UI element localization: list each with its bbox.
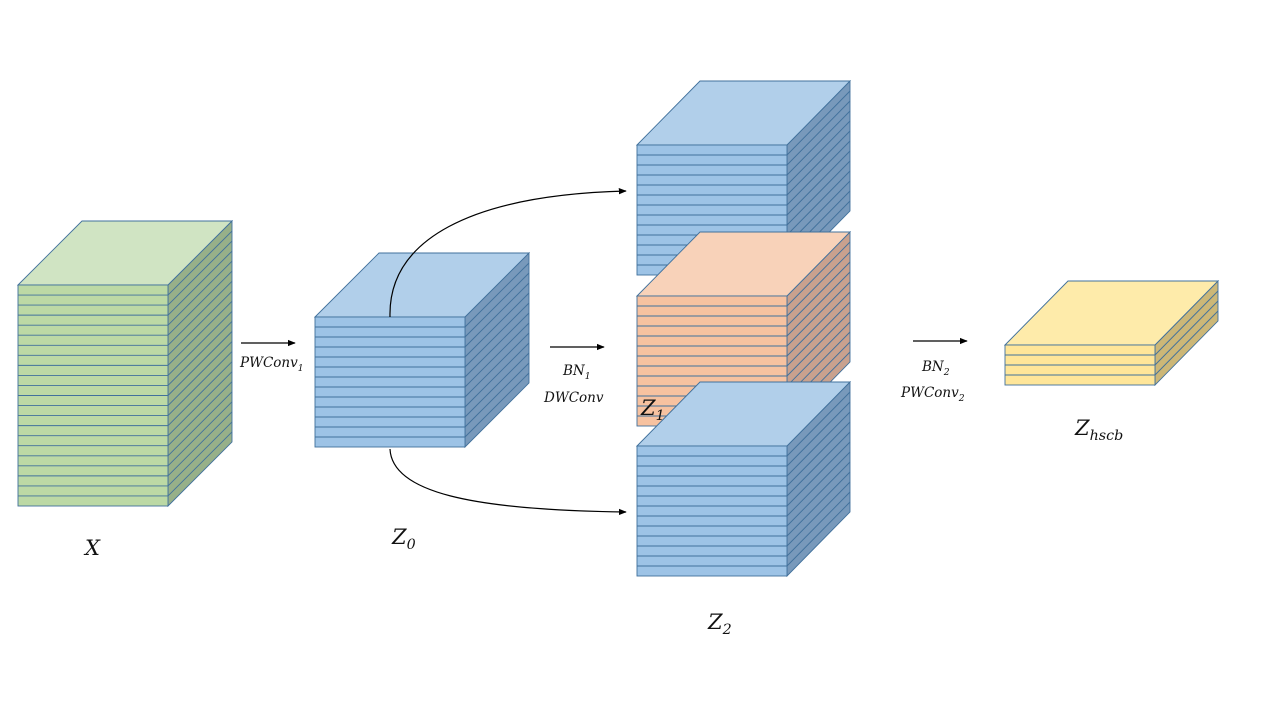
x-side-layer-line	[167, 280, 233, 346]
x-side-layer-line	[167, 381, 233, 447]
z0-side-layer-line	[464, 262, 530, 328]
x-side-layer-line	[167, 371, 233, 437]
z0-side-layer-line	[464, 292, 530, 358]
z2_bottom-side-layer-line	[786, 451, 851, 517]
label-z0: Z0	[391, 525, 416, 553]
x-side-layer-line	[167, 230, 233, 296]
zhscb-side-layer-line	[1154, 290, 1219, 356]
op-label-bn1: BN1	[562, 363, 591, 382]
x-side-layer-line	[167, 361, 233, 426]
z0-side-layer-line	[464, 342, 530, 408]
x-side-layer-line	[167, 301, 233, 366]
op-label-bn2: BN2	[921, 359, 950, 378]
z2_top-side-layer-line	[786, 90, 851, 156]
z1-side-layer-line	[786, 251, 851, 317]
input-tensor-x-block	[16, 219, 234, 508]
z2_bottom-side-layer-line	[786, 461, 851, 527]
tensor-z2-bottom-block	[635, 380, 852, 578]
z2_bottom-side-layer-line	[786, 501, 851, 567]
curve-arrow-to-z2-bottom	[389, 448, 627, 516]
z0-side-layer-line	[464, 312, 530, 378]
z0-side-layer-line	[464, 302, 530, 368]
x-side-layer-line	[167, 351, 233, 416]
z1-side-layer-line	[786, 321, 851, 387]
tensor-z0-block	[313, 251, 531, 449]
z0-side-layer-line	[464, 362, 530, 428]
z2_bottom-side-layer-line	[786, 481, 851, 547]
x-side-layer-line	[167, 250, 233, 316]
x-side-layer-line	[167, 411, 233, 477]
x-side-layer-line	[167, 391, 233, 457]
z2_top-side-layer-line	[786, 160, 851, 226]
arrows	[241, 187, 968, 516]
label-zhscb: Zhscb	[1074, 416, 1123, 444]
curve-arrow-to-z2-top	[389, 187, 627, 318]
x-side-layer-line	[167, 290, 233, 356]
z1-side-layer-line	[786, 241, 851, 307]
z2_top-side-layer-line	[786, 170, 851, 236]
z1-side-layer-line	[786, 311, 851, 377]
output-tensor-zhscb-block	[1003, 279, 1220, 387]
z2_top-side-layer-line	[786, 130, 851, 196]
label-x: X	[83, 536, 101, 560]
z2_bottom-side-layer-line	[786, 401, 851, 467]
x-side-layer-line	[167, 421, 233, 487]
z0-side-layer-line	[464, 372, 530, 438]
z0-front-face	[314, 316, 466, 448]
z0-side-layer-line	[464, 332, 530, 398]
label-z2: Z2	[707, 610, 732, 638]
x-side-layer-line	[167, 341, 233, 406]
z0-side-layer-line	[464, 272, 530, 338]
x-side-layer-line	[167, 331, 233, 396]
z1-side-layer-line	[786, 301, 851, 367]
x-side-layer-line	[167, 401, 233, 467]
x-side-layer-line	[167, 321, 233, 386]
z2_top-side-layer-line	[786, 100, 851, 166]
z2_top-side-layer-line	[786, 140, 851, 206]
z1-side-layer-line	[786, 271, 851, 337]
z0-side-layer-line	[464, 282, 530, 348]
z0-side-layer-line	[464, 322, 530, 388]
zhscb-side-layer-line	[1154, 310, 1219, 376]
op-label-pwconv2: PWConv2	[900, 385, 965, 404]
z2_top-side-layer-line	[786, 150, 851, 216]
x-side-layer-line	[167, 260, 233, 326]
x-side-layer-line	[167, 240, 233, 306]
tensor-z1-block	[635, 230, 852, 428]
z2_bottom-side-layer-line	[786, 471, 851, 537]
z2_top-side-layer-line	[786, 120, 851, 186]
z1-side-layer-line	[786, 291, 851, 357]
z2_bottom-side-layer-line	[786, 421, 851, 487]
z2_bottom-side-layer-line	[786, 391, 851, 457]
x-side-layer-line	[167, 311, 233, 376]
z2_bottom-side-layer-line	[786, 491, 851, 557]
z2_bottom-side-layer-line	[786, 441, 851, 507]
z2_bottom-front-face	[636, 445, 788, 577]
z2_bottom-side-layer-line	[786, 411, 851, 477]
z1-side-layer-line	[786, 261, 851, 327]
z2_top-side-layer-line	[786, 110, 851, 176]
z0-side-layer-line	[464, 352, 530, 418]
x-side-layer-line	[167, 270, 233, 336]
label-z1: Z1	[640, 396, 665, 424]
op-label-dwconv: DWConv	[543, 390, 604, 406]
zhscb-side-layer-line	[1154, 300, 1219, 366]
x-side-layer-line	[167, 431, 233, 497]
z2_bottom-side-layer-line	[786, 431, 851, 497]
z1-side-layer-line	[786, 281, 851, 347]
op-label-pwconv1: PWConv1	[239, 355, 304, 374]
